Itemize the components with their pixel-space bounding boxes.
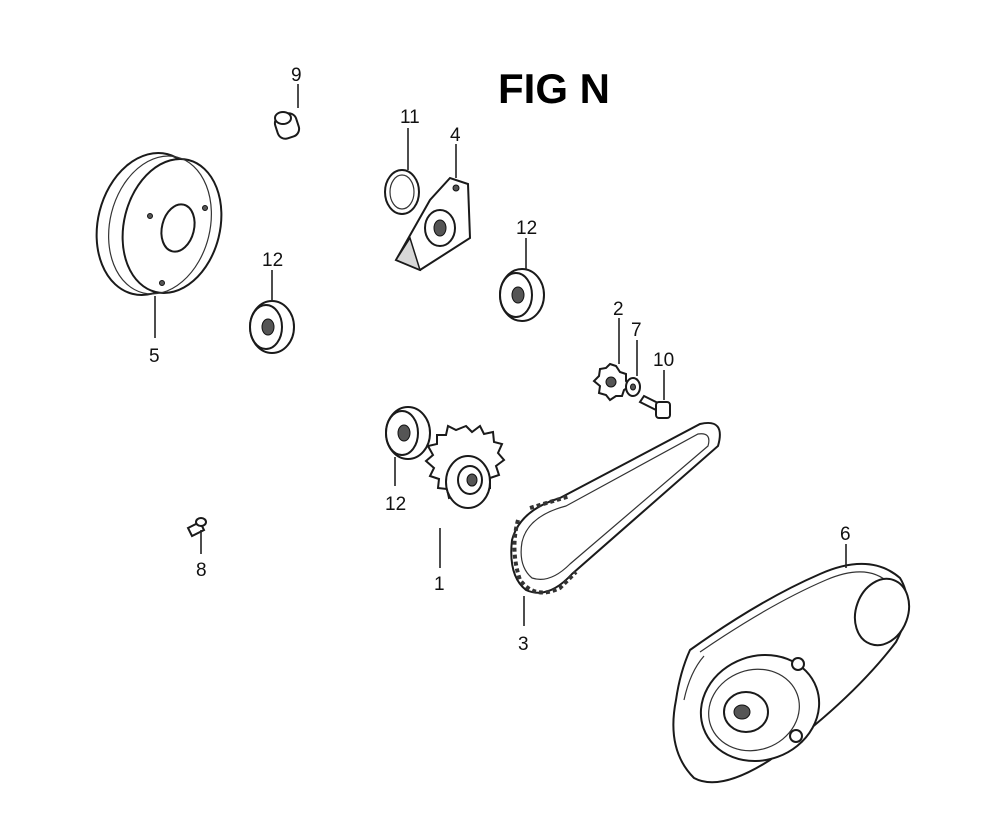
part-7-washer: [625, 377, 641, 397]
callout-10: 10: [653, 350, 674, 371]
part-9-bushing: [273, 111, 301, 140]
part-4-bracket: [394, 176, 472, 272]
callout-3: 3: [518, 634, 529, 655]
part-1-sprocket: [424, 424, 506, 509]
callout-12-left: 12: [262, 250, 283, 271]
part-3-chain: [510, 422, 721, 595]
part-11-snap-ring: [384, 169, 420, 215]
callout-11: 11: [400, 107, 420, 128]
callout-1: 1: [434, 574, 445, 595]
part-2-small-sprocket: [592, 362, 632, 402]
figure-title: FIG N: [498, 65, 610, 112]
callout-9: 9: [291, 65, 302, 86]
callout-12-right: 12: [516, 218, 537, 239]
callout-12-lower: 12: [385, 494, 406, 515]
part-12-bearing-left: [249, 300, 295, 354]
callout-5: 5: [149, 346, 160, 367]
part-6-chain-cover: [672, 563, 911, 784]
part-12-bearing-lower: [385, 406, 431, 460]
part-8-pin: [186, 517, 207, 538]
callout-7: 7: [631, 320, 642, 341]
part-10-bolt: [638, 394, 671, 419]
callout-8: 8: [196, 560, 207, 581]
callout-2: 2: [613, 299, 624, 320]
part-5-drum: [95, 152, 223, 296]
callout-4: 4: [450, 125, 461, 146]
callout-6: 6: [840, 524, 851, 545]
part-12-bearing-right: [499, 268, 545, 322]
